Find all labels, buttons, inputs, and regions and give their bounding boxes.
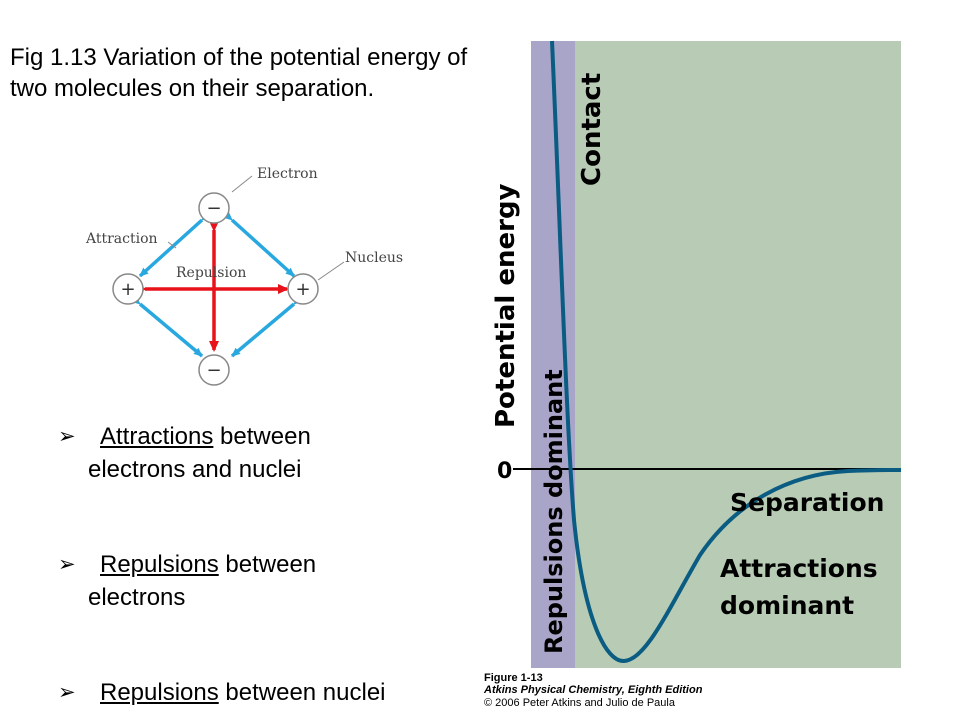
caption-book-title: Atkins Physical Chemistry, Eighth Editio…: [484, 684, 703, 696]
bullet-arrow-icon: ➢: [58, 425, 76, 448]
bullet-keyword: Repulsions: [100, 679, 219, 706]
bullet-text: between nuclei: [218, 679, 386, 706]
repulsion-band: [531, 41, 575, 668]
repulsions-dominant-label: Repulsions dominant: [540, 369, 568, 654]
nucleus-left: +: [112, 273, 144, 305]
y-axis-label: Potential energy: [491, 183, 521, 428]
bullet-attractions-electrons-nuclei: ➢ Attractions between electrons and nucl…: [58, 420, 478, 486]
attractions-dominant-label-line2: dominant: [720, 591, 854, 620]
nucleus-symbol: +: [295, 279, 310, 300]
bullet-text-line2: electrons: [88, 584, 186, 611]
nucleus-symbol: +: [120, 279, 135, 300]
bullet-keyword: Repulsions: [100, 551, 219, 578]
bullet-repulsions-nuclei: ➢ Repulsions between nuclei: [58, 676, 478, 709]
nucleus-label: Nucleus: [345, 250, 403, 266]
nucleus-leader: [317, 261, 345, 281]
attraction-leader: [167, 241, 177, 249]
attraction-arrow: [138, 211, 211, 278]
caption-copyright: © 2006 Peter Atkins and Julio de Paula: [484, 697, 675, 709]
attraction-arrow: [223, 211, 296, 278]
bullet-repulsions-electrons: ➢ Repulsions between electrons: [58, 548, 478, 614]
bullet-text: between: [213, 423, 311, 450]
repulsion-label: Repulsion: [176, 265, 246, 281]
potential-energy-curve: [550, 40, 902, 664]
bullet-arrow-icon: ➢: [58, 553, 76, 576]
molecule-interaction-diagram: − − + + Electron Nucleus Attraction Repu…: [85, 166, 403, 386]
bullet-keyword: Attractions: [100, 423, 214, 450]
attraction-arrow: [131, 295, 204, 358]
attraction-arrows: [131, 211, 303, 358]
electron-label: Electron: [257, 166, 318, 182]
caption-figure-number: Figure 1-13: [484, 672, 543, 684]
repulsion-arrows: [136, 221, 289, 352]
zero-label: 0: [497, 459, 512, 484]
attraction-arrow: [230, 295, 303, 358]
attractions-dominant-label-line1: Attractions: [720, 554, 878, 583]
plot-background: [531, 41, 901, 668]
contact-label: Contact: [577, 73, 607, 186]
electron-top: −: [198, 192, 230, 224]
bullet-arrow-icon: ➢: [58, 681, 76, 704]
figure-caption: Figure 1-13 Atkins Physical Chemistry, E…: [484, 672, 784, 710]
bullet-text: between: [218, 551, 317, 578]
nucleus-right: +: [287, 273, 319, 305]
electron-bottom: −: [198, 354, 230, 386]
attraction-label: Attraction: [85, 231, 158, 247]
page-title: Fig 1.13 Variation of the potential ener…: [10, 44, 468, 102]
electron-symbol: −: [206, 198, 221, 219]
electron-leader: [231, 175, 253, 193]
x-axis-label: Separation: [730, 488, 884, 517]
bullet-text-line2: electrons and nuclei: [88, 456, 302, 483]
electron-symbol: −: [206, 360, 221, 381]
